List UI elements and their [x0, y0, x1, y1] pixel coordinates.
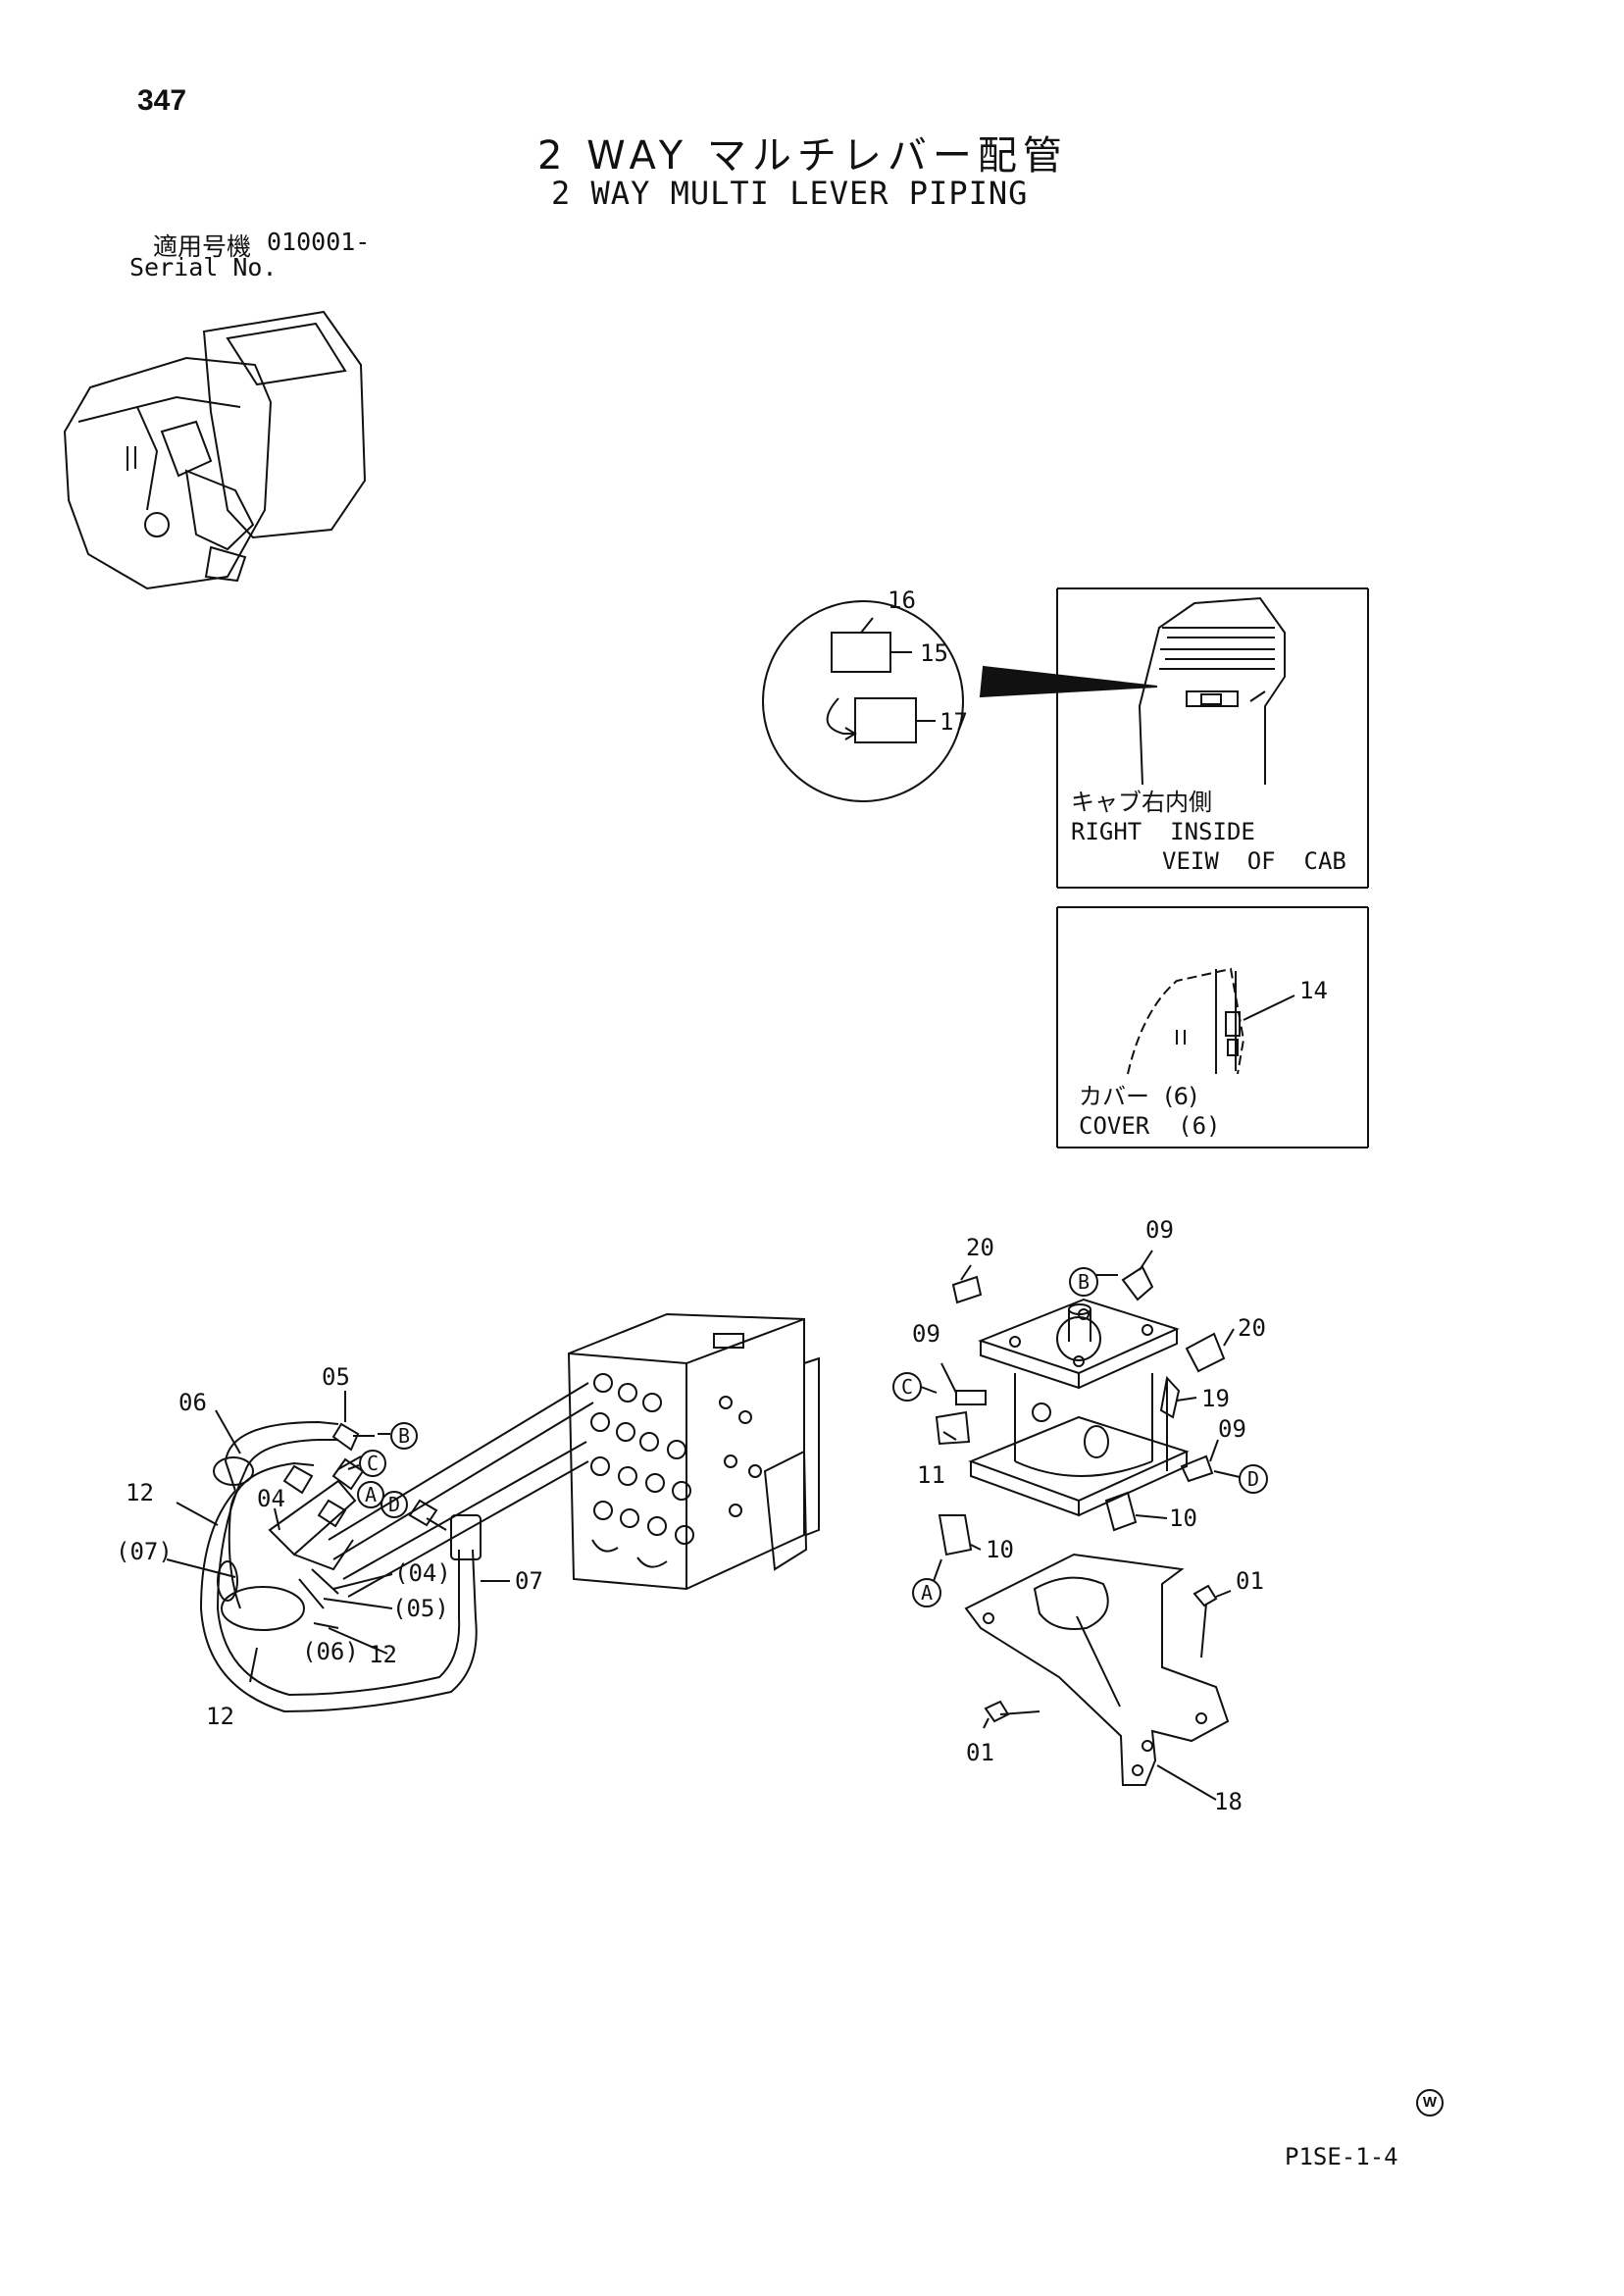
callout-20-top: 20	[966, 1234, 994, 1261]
callout-04-paren: (04)	[394, 1559, 451, 1587]
callout-12-upper: 12	[126, 1479, 154, 1506]
callout-05: 05	[322, 1363, 350, 1391]
callout-04: 04	[257, 1485, 285, 1512]
port-marker-b-left: B	[390, 1422, 418, 1450]
port-marker-a-left: A	[357, 1481, 384, 1508]
footer-page-code: P1SE-1-4	[1285, 2143, 1398, 2170]
callout-01-left: 01	[966, 1739, 994, 1766]
callout-12-lower: 12	[206, 1703, 234, 1730]
page-number: 347	[137, 84, 187, 117]
cab-view-caption-japanese: キャブ右内側	[1071, 789, 1212, 816]
svg-text:B: B	[1078, 1270, 1090, 1294]
callout-10-left: 10	[986, 1536, 1014, 1563]
callout-09-left: 09	[912, 1320, 940, 1348]
callout-19: 19	[1201, 1385, 1230, 1412]
serial-value: 010001-	[267, 228, 371, 256]
svg-text:A: A	[365, 1483, 377, 1506]
detail-callout-15: 15	[920, 639, 948, 667]
cover-caption-japanese: カバー (6)	[1079, 1083, 1197, 1110]
detail-circle	[762, 600, 964, 802]
callout-10-right: 10	[1169, 1505, 1197, 1532]
cab-view-caption-line1: RIGHT INSIDE	[1071, 818, 1255, 845]
port-marker-d-left: D	[381, 1491, 408, 1518]
callout-06: 06	[178, 1389, 207, 1416]
title-japanese: 2 WAY マルチレバー配管	[537, 133, 1068, 179]
callout-07: 07	[515, 1567, 543, 1595]
detail-callout-16: 16	[888, 587, 916, 614]
cover-caption-english: COVER (6)	[1079, 1112, 1221, 1140]
port-marker-d-right: D	[1239, 1464, 1268, 1494]
callout-09-right: 09	[1218, 1415, 1246, 1443]
port-marker-b-right: B	[1069, 1267, 1098, 1297]
serial-label-japanese: 適用号機	[153, 232, 252, 261]
svg-text:C: C	[901, 1375, 913, 1399]
detail-callout-17: 17	[939, 708, 968, 736]
cab-thumbnail	[63, 310, 367, 590]
cab-view-box	[1056, 587, 1369, 889]
svg-text:B: B	[398, 1424, 410, 1448]
valve-ports	[590, 1373, 762, 1545]
detail-pointer-wedge	[979, 665, 1158, 698]
callout-05-paren: (05)	[392, 1595, 449, 1622]
left-piping-assembly	[166, 1312, 820, 1713]
title-english: 2 WAY MULTI LEVER PIPING	[551, 175, 1029, 212]
cover-callout-14: 14	[1299, 977, 1328, 1004]
svg-text:D: D	[1247, 1467, 1259, 1491]
cover-view-box	[1056, 906, 1369, 1148]
callout-06-paren: (06)	[302, 1638, 359, 1665]
callout-20-right: 20	[1238, 1314, 1266, 1342]
svg-text:A: A	[921, 1581, 933, 1605]
callout-09-top: 09	[1145, 1216, 1174, 1244]
svg-text:C: C	[367, 1452, 379, 1475]
svg-text:D: D	[388, 1493, 400, 1516]
callout-18: 18	[1214, 1788, 1243, 1815]
port-marker-c-left: C	[359, 1450, 386, 1477]
port-marker-a-right: A	[912, 1578, 941, 1607]
watermark-badge: W	[1416, 2089, 1444, 2117]
callout-01-right: 01	[1236, 1567, 1264, 1595]
callout-12-mid: 12	[369, 1641, 397, 1668]
serial-label-english: Serial No.	[129, 253, 278, 281]
port-marker-c-right: C	[892, 1372, 922, 1402]
callout-11: 11	[917, 1461, 945, 1489]
right-valve-assembly	[935, 1250, 1235, 1801]
callout-07-paren: (07)	[116, 1538, 173, 1565]
cab-view-caption-line2: VEIW OF CAB	[1162, 847, 1346, 875]
